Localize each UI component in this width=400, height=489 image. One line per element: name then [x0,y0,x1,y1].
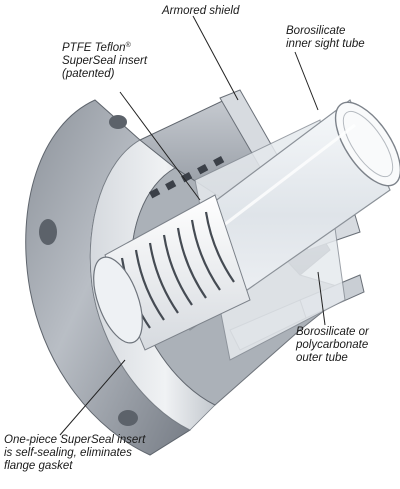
leader-ptfe-insert [119,91,201,201]
bolt-hole [118,410,138,426]
bolt-hole [109,115,127,129]
label-inner-sight-tube: Borosilicate inner sight tube [286,25,365,50]
leader-armored-shield [192,15,239,101]
label-ptfe-line1: PTFE Teflon [62,42,126,54]
bolt-hole [39,219,57,245]
label-armored-shield: Armored shield [162,5,240,17]
leader-outer-tube [317,271,326,326]
registered-mark: ® [125,42,131,49]
flange [25,99,216,456]
leader-inner-tube [294,51,319,111]
label-one-piece-insert: One-piece SuperSeal insert is self-seali… [4,434,146,472]
leader-lines [59,15,326,436]
label-outer-tube: Borosilicate or polycarbonate outer tube [296,326,369,364]
label-ptfe-line3: (patented) [62,68,115,80]
ptfe-superseal-insert [93,156,251,351]
label-ptfe-line2: SuperSeal insert [62,55,148,67]
leader-one-piece-insert [59,359,126,436]
label-ptfe-insert: PTFE Teflon® SuperSeal insert (patented) [62,42,147,81]
